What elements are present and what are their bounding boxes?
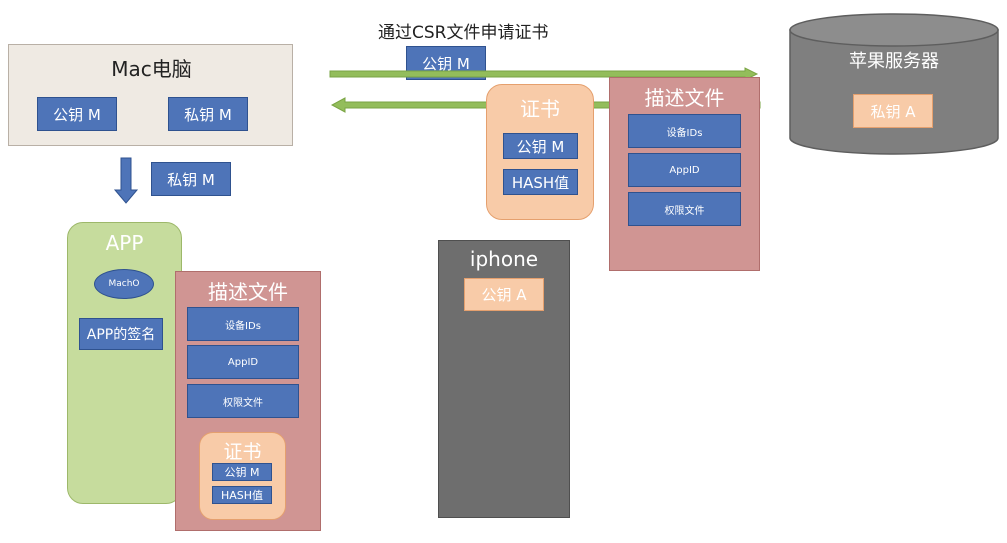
transfer-private-key: 私钥 M [151, 162, 231, 196]
iphone-title: iphone [469, 247, 539, 271]
mac-private-key: 私钥 M [168, 97, 248, 131]
profile-top-item: 权限文件 [628, 192, 741, 226]
app-bundle: APP MachO APP的签名 [67, 222, 182, 504]
apple-server-cylinder [789, 13, 999, 155]
profile-top: 描述文件 设备IDs AppID 权限文件 [609, 77, 760, 271]
mac-public-key: 公钥 M [37, 97, 117, 131]
mac-title: Mac电脑 [111, 57, 192, 81]
cert-bottom-public-key: 公钥 M [212, 463, 272, 481]
profile-top-item: 设备IDs [628, 114, 741, 148]
profile-bottom-title: 描述文件 [208, 280, 288, 304]
profile-bottom-item: AppID [187, 345, 299, 379]
profile-top-item: AppID [628, 153, 741, 187]
profile-bottom-item: 设备IDs [187, 307, 299, 341]
certificate-bottom: 证书 公钥 M HASH值 [199, 432, 286, 520]
app-signature: APP的签名 [79, 318, 163, 350]
iphone-public-key: 公钥 A [464, 278, 544, 311]
certificate-top: 证书 公钥 M HASH值 [486, 84, 594, 220]
macho-ellipse: MachO [94, 269, 154, 299]
server-private-key: 私钥 A [853, 94, 933, 128]
app-title: APP [105, 231, 144, 255]
mac-computer-panel: Mac电脑 公钥 M 私钥 M [8, 44, 293, 146]
csr-label: 通过CSR文件申请证书 [378, 23, 549, 43]
profile-bottom: 描述文件 设备IDs AppID 权限文件 证书 公钥 M HASH值 [175, 271, 321, 531]
down-arrow [113, 157, 139, 204]
iphone-device: iphone 公钥 A [438, 240, 570, 518]
cert-top-hash: HASH值 [503, 169, 578, 195]
profile-bottom-item: 权限文件 [187, 384, 299, 418]
cert-bottom-title: 证书 [223, 441, 262, 463]
server-title: 苹果服务器 [849, 51, 939, 72]
cert-top-title: 证书 [520, 97, 560, 121]
profile-top-title: 描述文件 [644, 86, 725, 110]
cert-bottom-hash: HASH值 [212, 486, 272, 504]
cert-top-public-key: 公钥 M [503, 133, 578, 159]
